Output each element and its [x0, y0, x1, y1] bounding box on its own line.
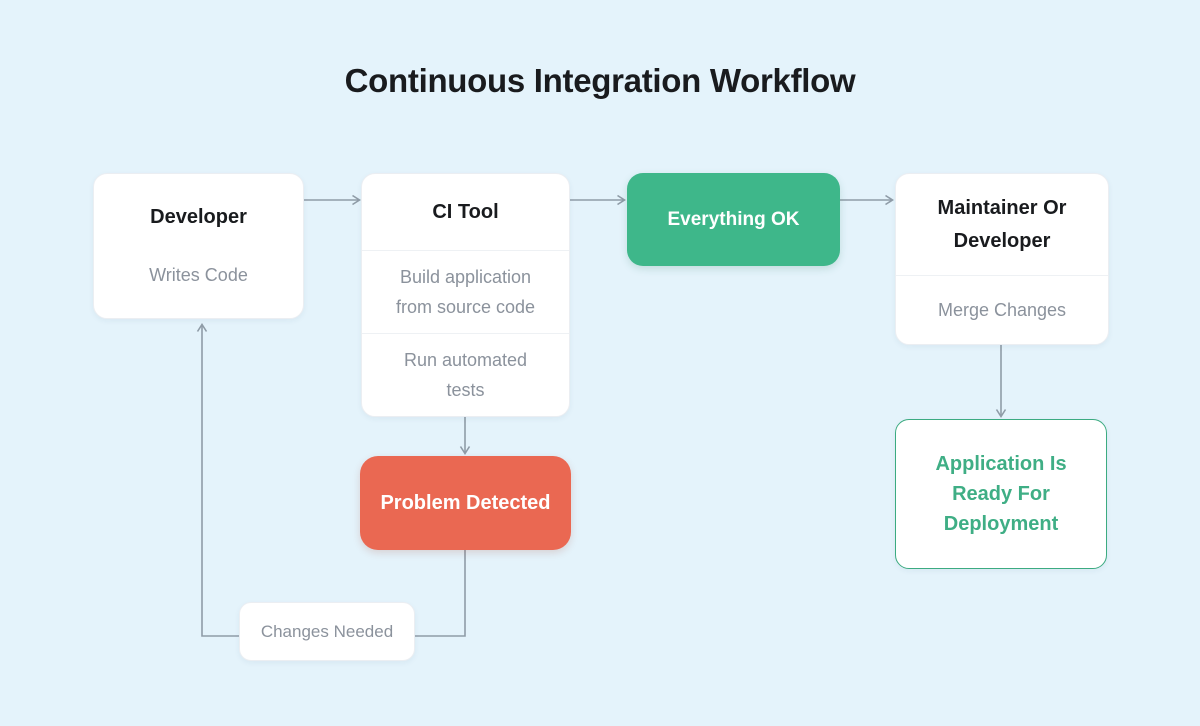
node-problem-detected: Problem Detected: [360, 456, 571, 550]
node-maintainer: Maintainer Or Developer Merge Changes: [895, 173, 1109, 345]
node-everything-ok: Everything OK: [627, 173, 840, 266]
arrowhead-ok-to-maintainer: [885, 194, 894, 206]
page-title: Continuous Integration Workflow: [344, 62, 856, 99]
developer-title: Developer: [150, 206, 247, 228]
ci-tool-title: CI Tool: [432, 200, 499, 223]
developer-subtitle: Writes Code: [149, 265, 248, 285]
arrowhead-developer-to-ci: [352, 194, 361, 206]
ci-tool-step-test: Run automated tests: [362, 333, 569, 416]
connector-problem-to-changes: [415, 550, 466, 637]
node-ci-tool: CI Tool Build application from source co…: [361, 173, 570, 417]
application-ready-label: Application Is Ready For Deployment: [935, 453, 1067, 535]
arrowhead-changes-to-developer: [196, 323, 208, 332]
maintainer-subtitle: Merge Changes: [896, 275, 1108, 344]
changes-needed-label: Changes Needed: [260, 621, 394, 641]
arrowhead-ci-to-problem: [459, 446, 471, 455]
maintainer-title: Maintainer Or Developer: [937, 196, 1067, 252]
arrowhead-maintainer-to-ready: [995, 409, 1007, 418]
node-developer: Developer Writes Code: [93, 173, 304, 319]
everything-ok-label: Everything OK: [667, 208, 800, 230]
connector-changes-to-developer: [201, 325, 239, 637]
node-changes-needed: Changes Needed: [239, 602, 415, 661]
ci-tool-step-build: Build application from source code: [362, 250, 569, 333]
problem-detected-label: Problem Detected: [380, 491, 551, 514]
arrowhead-ci-to-ok: [617, 194, 626, 206]
node-application-ready: Application Is Ready For Deployment: [895, 419, 1107, 569]
